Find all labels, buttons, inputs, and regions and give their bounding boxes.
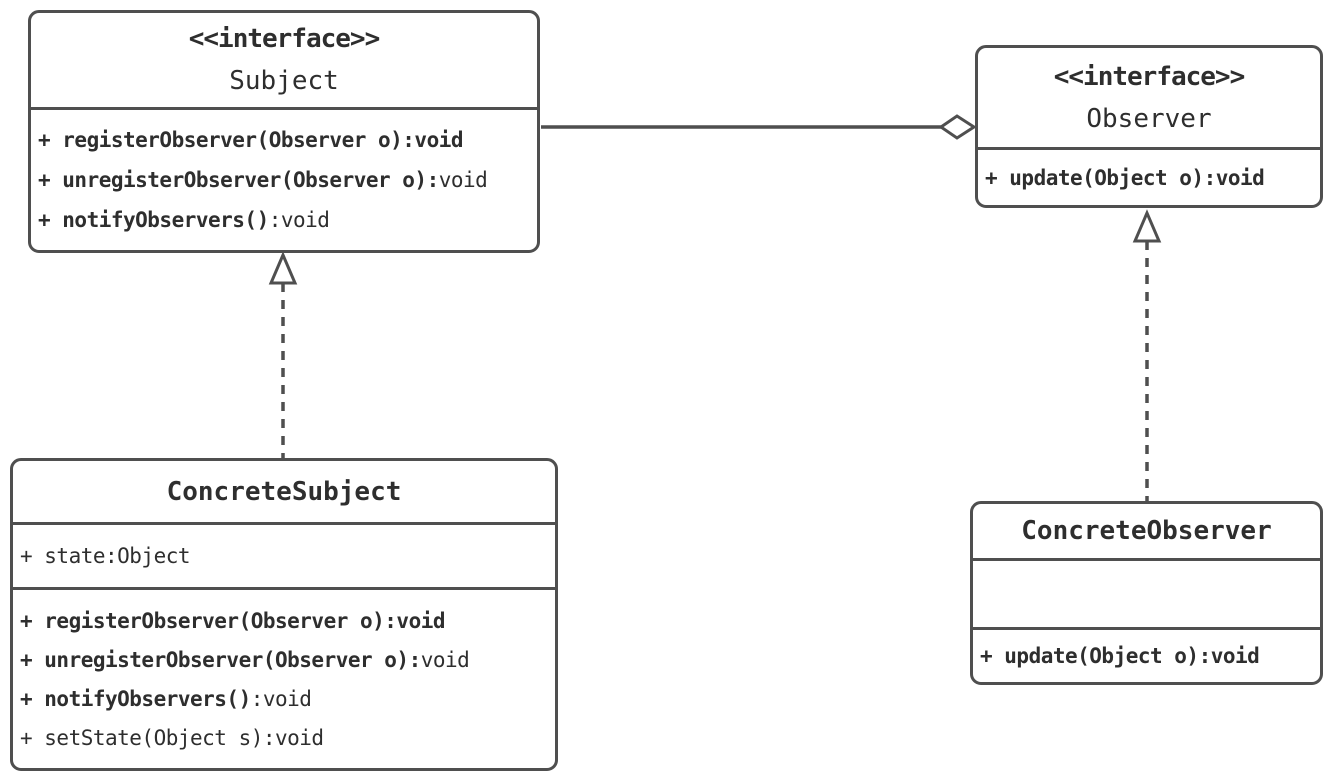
method-text-regular: :void [268,208,330,232]
method-text-regular: + setState(Object s):void [20,725,324,750]
method-notifyObservers: + notifyObservers():void [31,200,537,240]
open-triangle-marker [268,251,298,285]
method-update: + update(Object o):void [973,636,1320,676]
concrete-subject-attributes-section: + state:Object [13,522,555,587]
concrete-observer-methods-section: + update(Object o):void [973,627,1320,682]
method-text-bold: + notifyObservers() [20,686,251,711]
realization-concreteobserver-observer [1132,209,1162,501]
concrete-subject-name: ConcreteSubject [166,476,402,507]
subject-name: Subject [229,66,339,96]
observer-title-section: <<interface>> Observer [978,48,1320,147]
method-unregisterObserver: + unregisterObserver(Observer o):void [13,640,555,679]
class-subject[interactable]: <<interface>> Subject + registerObserver… [28,10,540,253]
method-text-bold: + registerObserver(Observer o):void [20,608,446,633]
method-text-bold: + unregisterObserver(Observer o): [20,647,421,672]
method-text-regular: void [438,168,488,192]
method-registerObserver: + registerObserver(Observer o):void [13,601,555,640]
concrete-observer-attributes-section [973,558,1320,627]
observer-name: Observer [1086,103,1212,134]
observer-stereotype: <<interface>> [1053,61,1245,92]
method-notifyObservers: + notifyObservers():void [13,679,555,718]
method-text-bold: + update(Object o):void [980,644,1260,668]
class-concrete-observer[interactable]: ConcreteObserver + update(Object o):void [970,501,1323,685]
attribute-text-regular: + state:Object [20,544,191,568]
class-observer[interactable]: <<interface>> Observer + update(Object o… [975,45,1323,208]
concrete-subject-methods-section: + registerObserver(Observer o):void + un… [13,587,555,768]
method-update: + update(Object o):void [978,158,1320,198]
observer-methods-section: + update(Object o):void [978,147,1320,205]
method-unregisterObserver: + unregisterObserver(Observer o):void [31,160,537,200]
subject-methods-section: + registerObserver(Observer o):void + un… [31,107,537,250]
method-text-bold: + update(Object o):void [985,165,1265,190]
class-concrete-subject[interactable]: ConcreteSubject + state:Object + registe… [10,458,558,771]
attribute-state: + state:Object [13,537,555,576]
method-text-bold: + notifyObservers() [38,208,269,232]
realization-concretesubject-subject [268,251,298,458]
method-text-regular: :void [250,686,312,711]
concrete-observer-title-section: ConcreteObserver [973,504,1320,558]
open-diamond-marker [938,114,977,140]
method-text-regular: void [420,647,470,672]
subject-title-section: <<interface>> Subject [31,13,537,107]
concrete-observer-name: ConcreteObserver [1021,516,1272,546]
method-text-bold: + unregisterObserver(Observer o): [38,168,439,192]
concrete-subject-title-section: ConcreteSubject [13,461,555,522]
subject-stereotype: <<interface>> [188,24,380,54]
aggregation-subject-observer [541,114,977,140]
open-triangle-marker [1132,209,1162,243]
method-text-bold: + registerObserver(Observer o):void [38,128,464,152]
method-setState: + setState(Object s):void [13,718,555,757]
method-registerObserver: + registerObserver(Observer o):void [31,120,537,160]
